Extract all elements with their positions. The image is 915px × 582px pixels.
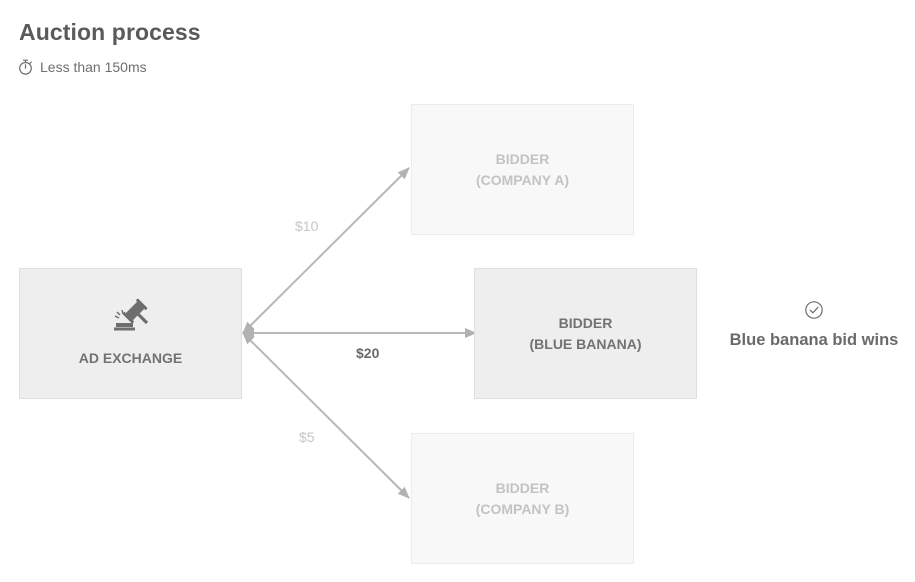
bidder-label: BIDDER [495,479,550,496]
bidder-company: (COMPANY B) [475,500,570,517]
bidder-label: BIDDER [558,314,613,331]
arrow-company-b [242,332,410,499]
check-circle-icon [805,301,823,319]
bidder-label: BIDDER [495,150,550,167]
bid-price-company-a: $10 [295,218,319,234]
bidder-company-a-box: BIDDER (COMPANY A) [411,104,634,235]
timing-note: Less than 150ms [18,58,147,76]
ad-exchange-box: AD EXCHANGE [19,268,242,399]
stopwatch-icon [19,59,32,75]
bid-price-blue-banana: $20 [356,345,380,361]
gavel-icon [113,298,148,331]
winner-result: Blue banana bid wins [726,300,902,350]
bidder-blue-banana-box: BIDDER (BLUE BANANA) [474,268,697,399]
timing-text: Less than 150ms [40,59,147,75]
bidder-company-b-box: BIDDER (COMPANY B) [411,433,634,564]
arrow-company-a [242,167,410,334]
ad-exchange-label: AD EXCHANGE [78,350,183,366]
bid-price-company-b: $5 [299,429,315,445]
page-title: Auction process [19,19,201,45]
bidder-company: (BLUE BANANA) [529,335,642,352]
winner-text: Blue banana bid wins [729,331,899,349]
bidder-company: (COMPANY A) [475,171,570,188]
